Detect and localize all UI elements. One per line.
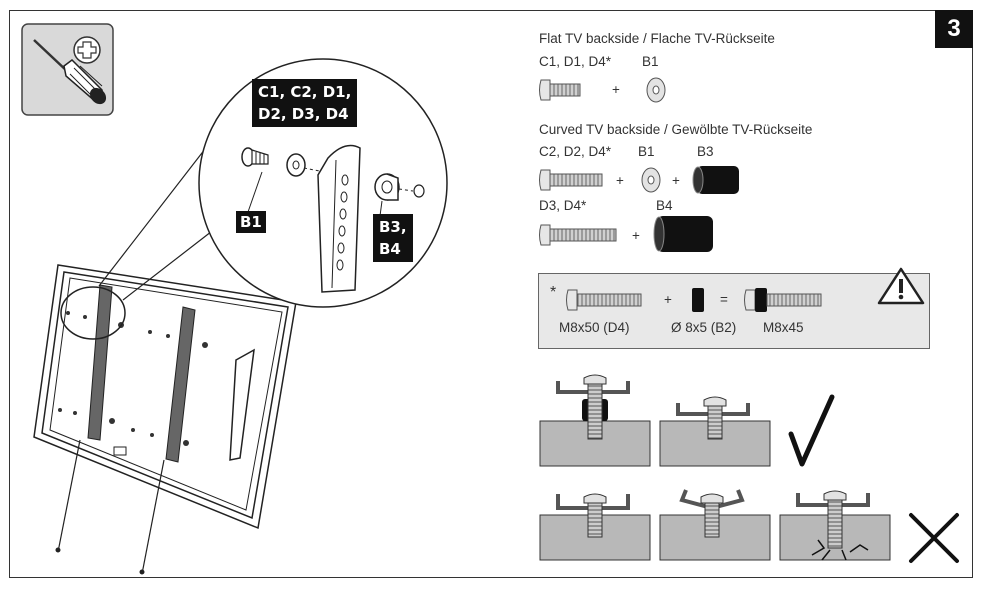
- detail-rail: [317, 144, 361, 293]
- x-mark-icon: [909, 513, 959, 563]
- curved-row1-plus1: +: [616, 173, 624, 188]
- flat-plus: +: [612, 82, 620, 97]
- curved-row2-spacer: [653, 216, 713, 252]
- note-screw-label: M8x50 (D4): [559, 320, 630, 335]
- curved-row1-spacer-label: B3: [697, 144, 714, 159]
- spacer-callout: B3, B4: [373, 214, 413, 262]
- note-result: [744, 288, 822, 312]
- note-result-label: M8x45: [763, 320, 804, 335]
- note-plus: +: [664, 292, 672, 307]
- detail-washer: [286, 153, 306, 177]
- flat-screw: [539, 79, 581, 101]
- note-asterisk: *: [550, 284, 557, 301]
- screws-callout: C1, C2, D1, D2, D3, D4: [252, 79, 358, 127]
- wrong-example-1: [539, 493, 651, 561]
- wrong-example-3: [779, 490, 891, 561]
- screws-callout-line1: C1, C2, D1,: [258, 83, 352, 101]
- correct-example-2: [659, 396, 771, 467]
- note-screw: [566, 289, 642, 311]
- correct-example-1: [539, 374, 651, 467]
- curved-row1-plus2: +: [672, 173, 680, 188]
- step-number: 3: [935, 10, 973, 48]
- curved-row1-spacer: [692, 166, 739, 194]
- washer-callout: B1: [236, 211, 266, 233]
- flat-washer: [646, 77, 666, 103]
- note-spacer: [692, 288, 704, 312]
- mounting-rails: [55, 284, 196, 575]
- warning-triangle-icon: [877, 267, 925, 305]
- tv-outline: [33, 264, 297, 530]
- screws-callout-line2: D2, D3, D4: [258, 105, 349, 123]
- curved-row2-screw-label: D3, D4*: [539, 198, 587, 213]
- page-frame: [9, 10, 973, 578]
- curved-row1-screw-label: C2, D2, D4*: [539, 144, 612, 159]
- note-box: [538, 273, 930, 349]
- screwdriver-icon: [33, 39, 107, 105]
- spacer-callout-line2: B4: [379, 240, 401, 258]
- detail-marker: [60, 286, 126, 340]
- screw-points: [58, 311, 208, 456]
- curved-row1-washer: [641, 167, 661, 193]
- curved-row2-spacer-label: B4: [656, 198, 673, 213]
- note-equals: =: [720, 292, 728, 307]
- note-spacer-label: Ø 8x5 (B2): [671, 320, 737, 335]
- flat-screw-label: C1, D1, D4*: [539, 54, 612, 69]
- detail-screw: [241, 147, 269, 167]
- curved-row1-washer-label: B1: [638, 144, 655, 159]
- checkmark-icon: [788, 394, 835, 467]
- wrong-example-2: [659, 489, 771, 561]
- phillips-head-icon: [73, 36, 101, 64]
- curved-row1-screw: [539, 169, 603, 191]
- spacer-callout-line1: B3,: [379, 218, 407, 236]
- flat-title: Flat TV backside / Flache TV-Rückseite: [539, 31, 775, 46]
- detail-spacer: [374, 173, 400, 201]
- curved-row2-screw: [539, 224, 617, 246]
- curved-title: Curved TV backside / Gewölbte TV-Rücksei…: [539, 122, 813, 137]
- curved-row2-plus: +: [632, 228, 640, 243]
- flat-washer-label: B1: [642, 54, 659, 69]
